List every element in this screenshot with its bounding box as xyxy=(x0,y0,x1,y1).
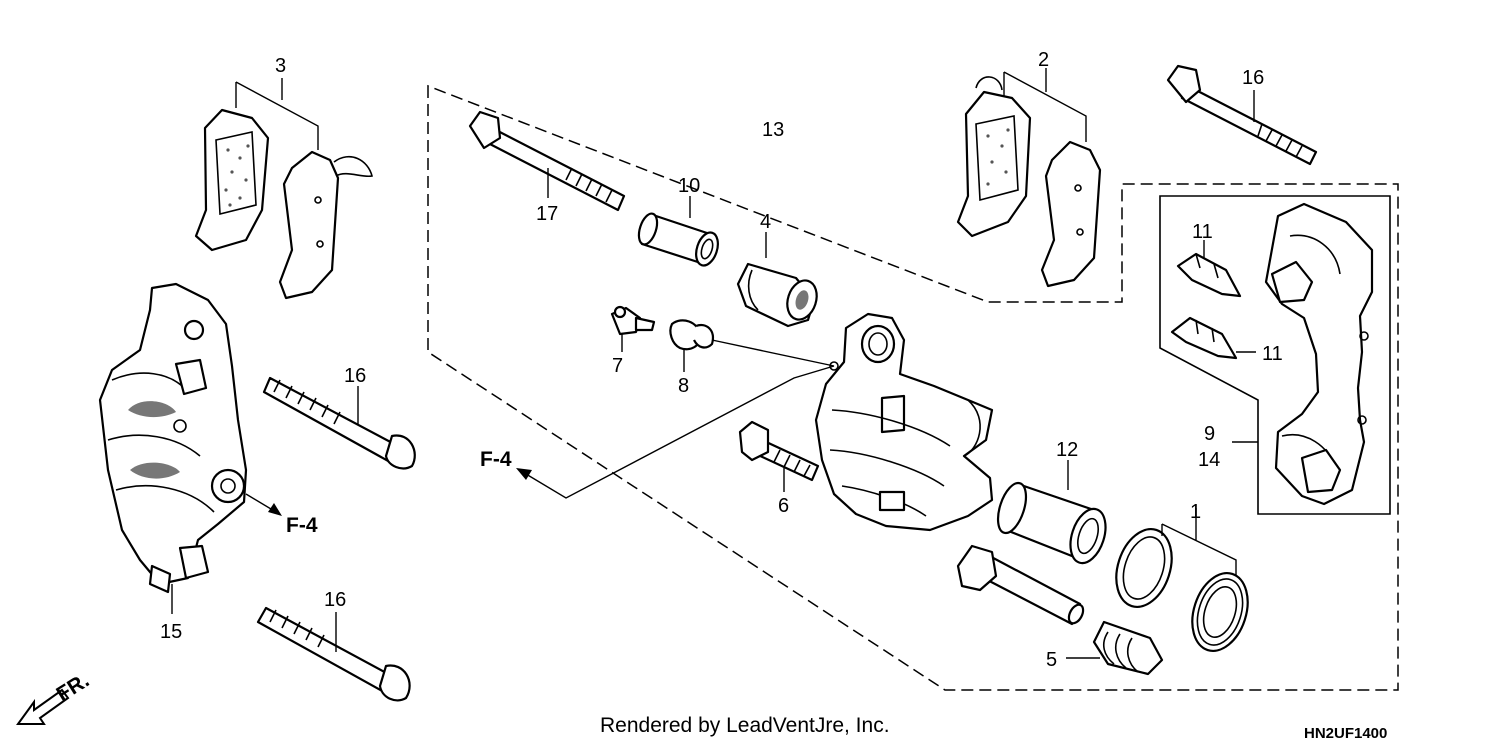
bracket-group-dashed-outline xyxy=(1159,195,1391,515)
callout-9: 9 xyxy=(1204,423,1215,445)
ref-f4-center: F-4 xyxy=(480,448,512,471)
part-11-pad-spring-bottom[interactable] xyxy=(1170,316,1238,360)
part-9-14-caliper-bracket[interactable] xyxy=(1264,202,1374,506)
leader-2 xyxy=(1003,68,1087,142)
callout-4: 4 xyxy=(760,211,771,233)
leader-1 xyxy=(1161,508,1237,576)
assembly-13-dashed-outline xyxy=(427,84,1399,691)
callout-5: 5 xyxy=(1046,649,1057,671)
part-16-bolt-mid-left[interactable] xyxy=(262,376,416,470)
part-8-cap[interactable] xyxy=(669,319,839,371)
part-11-pad-spring-top[interactable] xyxy=(1176,252,1242,298)
callout-15: 15 xyxy=(160,621,182,643)
diagram-code: HN2UF1400 xyxy=(1304,725,1387,742)
callout-2: 2 xyxy=(1038,49,1049,71)
part-1-seals[interactable] xyxy=(1107,522,1257,658)
callout-16-mid: 16 xyxy=(344,365,366,387)
callout-1: 1 xyxy=(1190,501,1201,523)
f4-arrow-left xyxy=(245,493,282,516)
part-16-bolt-bottom-left[interactable] xyxy=(256,606,411,702)
callout-12: 12 xyxy=(1056,439,1078,461)
f4-arrow-center xyxy=(516,365,835,499)
callout-11-top: 11 xyxy=(1192,221,1213,243)
ref-f4-left: F-4 xyxy=(286,514,318,537)
leader-3 xyxy=(235,78,319,150)
part-2-brake-pads[interactable] xyxy=(956,76,1102,288)
callout-16-bottom: 16 xyxy=(324,589,346,611)
part-3-brake-pads[interactable] xyxy=(194,108,373,300)
callout-13: 13 xyxy=(762,119,784,141)
part-6-bolt[interactable] xyxy=(738,420,820,482)
callout-10: 10 xyxy=(678,175,700,197)
part-15-caliper-assembly[interactable] xyxy=(98,282,248,594)
callout-7: 7 xyxy=(612,355,623,377)
part-17-bolt[interactable] xyxy=(468,110,626,212)
part-16-bolt-top-right[interactable] xyxy=(1166,64,1318,166)
callout-8: 8 xyxy=(678,375,689,397)
part-5-boot[interactable] xyxy=(1092,620,1164,676)
part-10-sleeve[interactable] xyxy=(635,211,721,268)
callout-14: 14 xyxy=(1198,449,1220,471)
callout-11-bottom: 11 xyxy=(1262,343,1283,365)
part-7-bleeder[interactable] xyxy=(610,305,656,336)
part-4-boot[interactable] xyxy=(736,262,821,328)
caliper-body[interactable] xyxy=(814,312,994,532)
callout-16-top: 16 xyxy=(1242,67,1264,89)
callout-3: 3 xyxy=(275,55,286,77)
callout-17: 17 xyxy=(536,203,558,225)
callout-6: 6 xyxy=(778,495,789,517)
footer-credit: Rendered by LeadVentJre, Inc. xyxy=(600,714,890,737)
caliper-pin[interactable] xyxy=(956,544,1086,626)
front-direction-arrow xyxy=(16,688,70,725)
part-12-piston[interactable] xyxy=(993,480,1112,568)
